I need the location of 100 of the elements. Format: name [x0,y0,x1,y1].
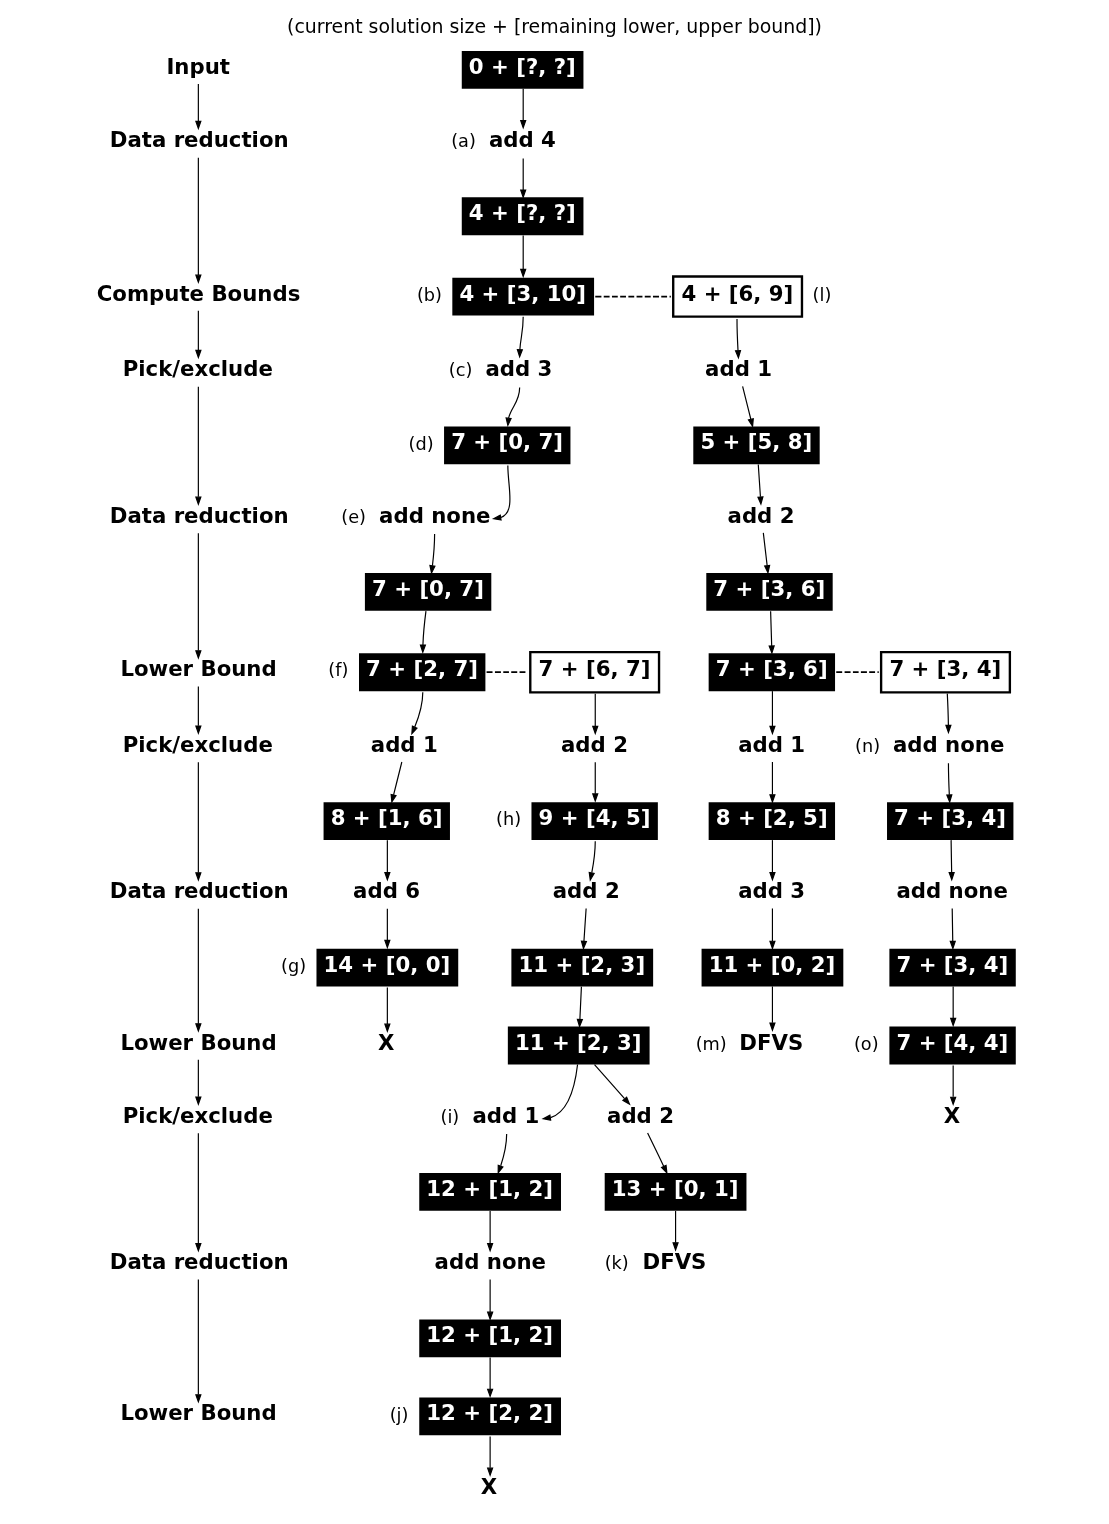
node-label: (l) [812,284,832,305]
arrow [390,761,403,804]
arrow [769,690,776,736]
arrow [505,386,521,428]
arrow [742,385,754,428]
node-box: 7 + [6, 7] [529,650,661,694]
node-text: add 1 [705,356,773,382]
node-text: add 3 [485,356,553,382]
node-box: 14 + [0, 0] [316,948,459,987]
node-box: 7 + [4, 4] [889,1026,1016,1065]
arrow [195,1132,202,1253]
diagram-title: (current solution size + [remaining lower, upper bound]) [287,14,822,37]
arrow [949,986,957,1028]
node-box: 7 + [3, 6] [708,653,836,692]
arrow [519,88,527,130]
node-text: Input [166,53,231,79]
arrow [593,1064,631,1106]
node-text: Data reduction [109,878,289,904]
node-box: 7 + [3, 6] [706,573,833,611]
node-text: add none [379,502,491,528]
arrow [768,610,775,655]
arrow [384,987,391,1034]
node-box: 4 + [3, 10] [452,277,595,316]
node-text: add 1 [370,731,438,757]
node-box: 8 + [2, 5] [708,802,836,840]
node-box: 11 + [2, 3] [511,948,654,987]
arrow [945,762,953,804]
arrow [762,532,771,575]
node-box: 7 + [3, 4] [889,948,1016,987]
arrow [580,907,588,951]
node-text: Data reduction [109,502,289,528]
connector [594,295,672,298]
node-label: (c) [448,360,473,381]
node-label: (b) [416,284,442,305]
node-box: 5 + [5, 8] [693,426,820,465]
node-text: Lower Bound [120,656,277,682]
node-label: (g) [281,955,307,976]
arrow [486,1356,494,1399]
arrow [769,985,776,1032]
node-label: (f) [328,660,349,681]
arrow [486,1435,494,1477]
node-box: 13 + [0, 1] [604,1173,747,1211]
arrow [769,839,776,882]
node-text: X [480,1473,498,1499]
arrow [757,463,764,506]
arrow [195,310,202,360]
arrow [576,986,584,1029]
arrow [769,907,776,951]
node-box: 12 + [1, 2] [419,1173,561,1211]
node-box: 7 + [2, 7] [359,653,486,692]
node-label: (k) [604,1253,629,1274]
node-label: (m) [695,1033,727,1054]
node-label: (d) [408,433,434,454]
node-text: add 2 [552,878,620,904]
arrow [945,693,952,735]
node-text: add 3 [738,878,806,904]
node-box: 8 + [1, 6] [323,802,450,840]
arrow [411,691,424,736]
arrow [541,1063,579,1121]
arrow [195,685,202,735]
arrow [384,839,391,882]
arrow [486,1210,494,1253]
node-text: Compute Bounds [96,280,301,306]
arrow [588,840,596,882]
arrow [519,157,527,199]
arrow [948,839,955,882]
arrow [384,908,391,950]
arrow [429,533,436,575]
arrow [419,610,427,654]
arrow [195,157,202,285]
node-box: 7 + [0, 7] [444,426,571,465]
node-box: 11 + [2, 3] [507,1026,650,1065]
node-text: add none [896,878,1008,904]
node-text: DFVS [642,1249,707,1275]
arrow [195,532,202,660]
arrow [497,1133,508,1175]
arrow [591,693,599,736]
node-text: Lower Bound [120,1029,277,1055]
node-text: X [377,1029,395,1055]
node-box: 9 + [4, 5] [531,802,658,840]
arrow [491,464,511,521]
node-box: 7 + [3, 4] [887,802,1014,840]
node-text: add none [434,1249,547,1275]
arrow [949,907,957,951]
node-label: (e) [341,506,366,527]
node-box: 0 + [?, ?] [461,50,584,89]
node-label: (a) [451,131,476,152]
node-text: Lower Bound [120,1400,277,1426]
node-box: 4 + [?, ?] [461,197,584,236]
node-text: Pick/exclude [122,356,273,382]
node-box: 12 + [2, 2] [419,1397,561,1436]
node-box: 7 + [0, 7] [364,573,492,611]
node-text: Pick/exclude [122,731,273,757]
node-label: (o) [853,1033,879,1054]
connector [835,671,880,674]
node-label: (j) [389,1404,409,1425]
node-text: add 1 [472,1102,540,1128]
arrow [195,1279,202,1404]
arrow [195,83,202,131]
node-text: Pick/exclude [122,1102,273,1128]
